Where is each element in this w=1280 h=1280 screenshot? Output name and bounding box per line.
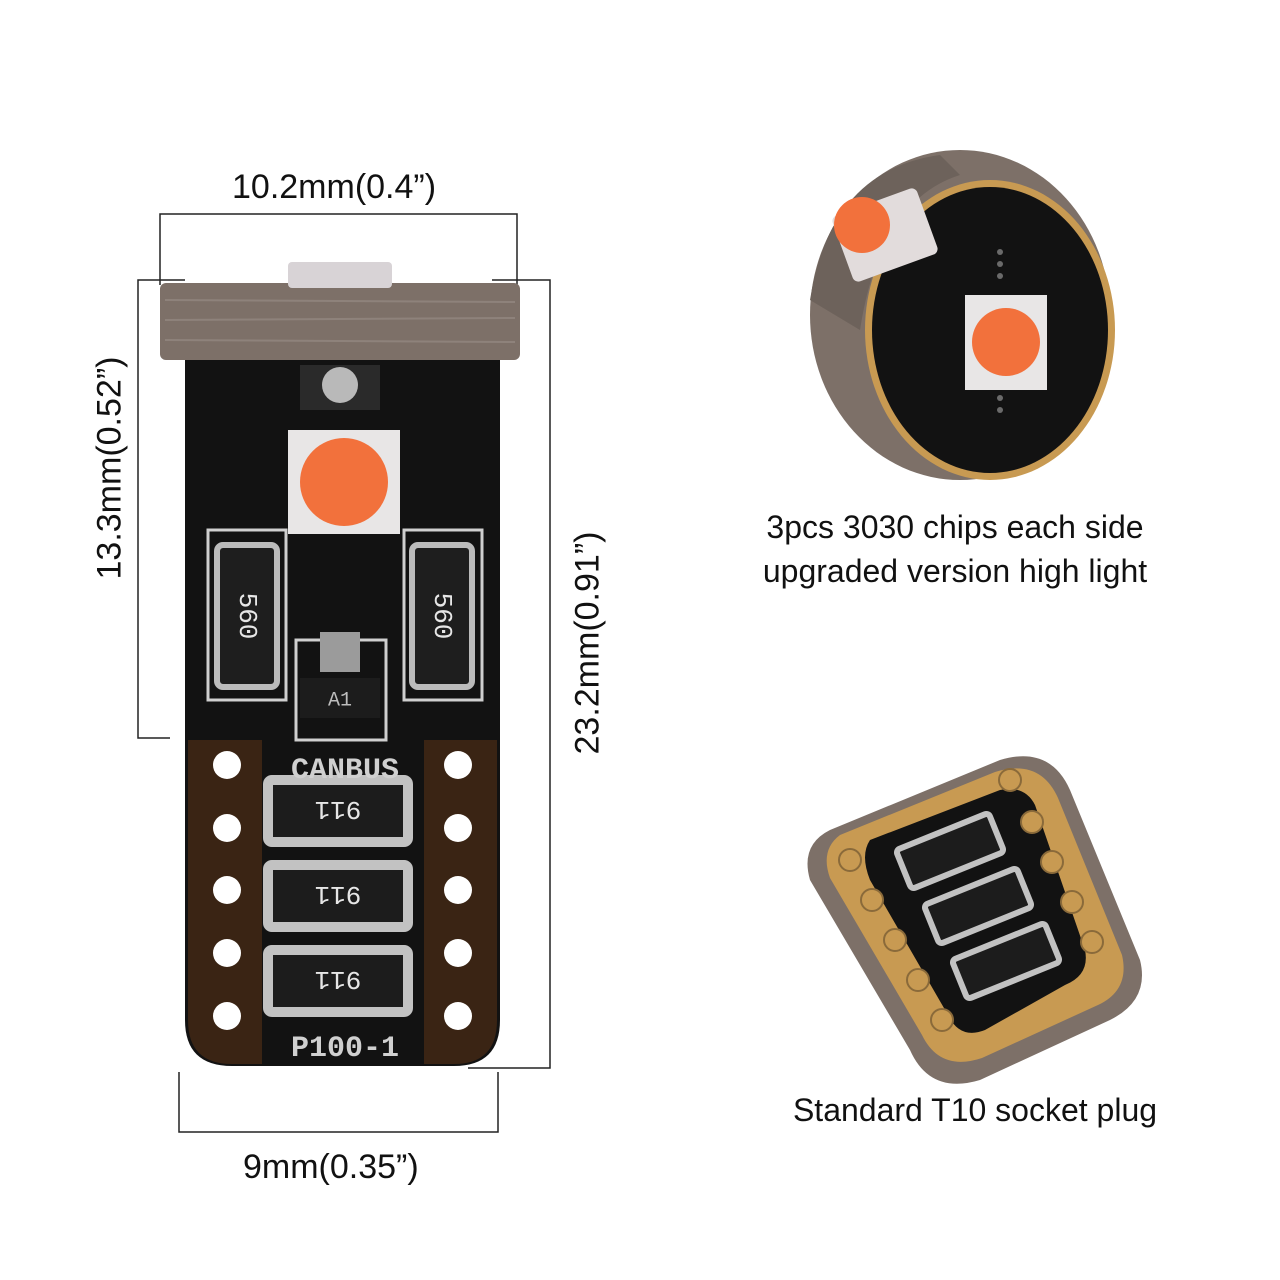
resistor-code-left: 560 (232, 593, 262, 640)
smd-resistors (263, 775, 413, 1017)
dimension-top-width: 10.2mm(0.4”) (232, 168, 437, 206)
caption-chips: 3pcs 3030 chips each side upgraded versi… (720, 505, 1190, 593)
contact-pads-right (444, 751, 472, 1030)
dimension-left-height: 13.3mm(0.52”) (90, 356, 129, 580)
dimension-right-height: 23.2mm(0.91”) (568, 531, 607, 755)
model-mark: P100-1 (291, 1032, 399, 1066)
caption-socket: Standard T10 socket plug (792, 1092, 1158, 1128)
led-bulb-front-view: 560 560 A1 CANBUS 911 911 911 P100-1 (160, 262, 520, 1066)
smd-code-1: 911 (315, 794, 362, 824)
brand-mark: CANBUS (291, 754, 399, 788)
contact-pads-left (213, 751, 241, 1030)
smd-code-3: 911 (315, 964, 362, 994)
socket-plug-closeup (807, 756, 1142, 1084)
smd-code-2: 911 (315, 879, 362, 909)
resistor-code-right: 560 (427, 593, 457, 640)
dimension-lines (137, 213, 551, 1133)
caption-chips-line1: 3pcs 3030 chips each side (766, 509, 1144, 545)
dimension-bottom-width: 9mm(0.35”) (243, 1148, 419, 1186)
caption-chips-line2: upgraded version high light (762, 553, 1148, 589)
bulb-cap-closeup (810, 150, 1115, 480)
transistor-code: A1 (328, 689, 352, 712)
bulb-base-cap (160, 283, 520, 360)
